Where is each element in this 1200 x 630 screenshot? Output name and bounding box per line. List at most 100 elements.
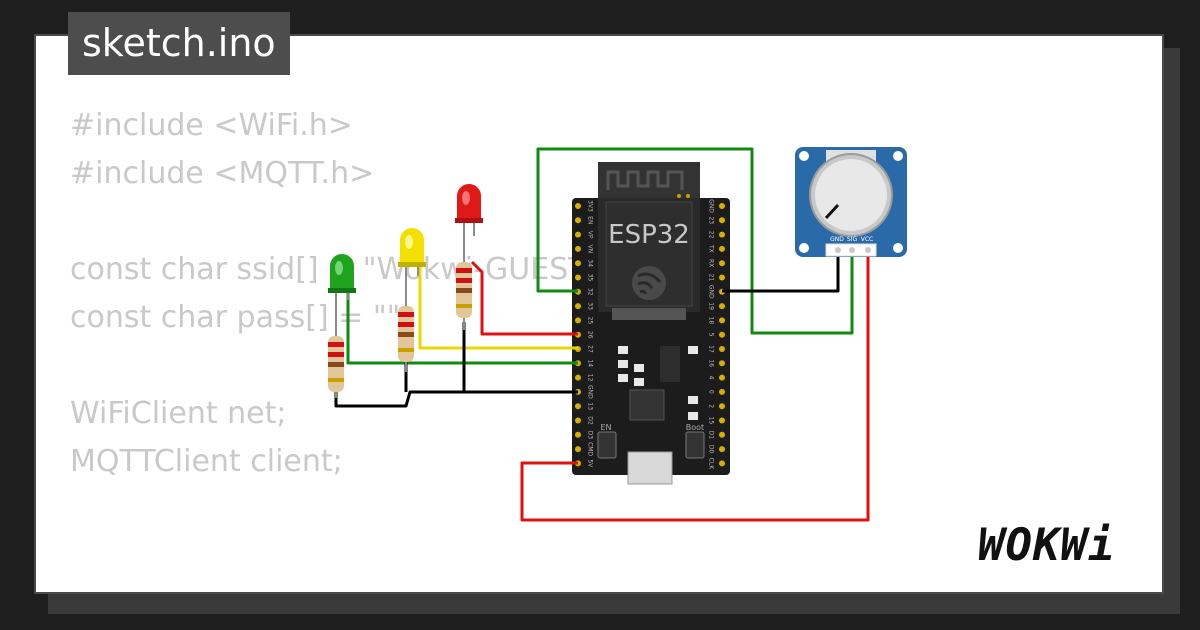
en-button[interactable] [597, 431, 617, 459]
left-pin-cmd[interactable] [575, 446, 581, 453]
wires [334, 147, 870, 522]
pot-pin-label: GND [830, 236, 844, 243]
right-pin-label: 21 [708, 274, 715, 282]
right-pin-gnd[interactable] [719, 203, 725, 209]
left-pin-label: 3V3 [587, 200, 594, 212]
wokwi-logo: WOKWi [978, 520, 1116, 571]
left-pin-header: 3V3ENVPVN343532332526271412GND13D2D3CMD5… [575, 200, 594, 468]
resistor-red-led[interactable] [456, 246, 472, 330]
left-pin-label: D2 [587, 416, 594, 425]
left-pin-en[interactable] [575, 217, 581, 224]
wire-red-pot-vcc [520, 249, 870, 522]
right-pin-tx[interactable] [719, 245, 725, 252]
regulator-chip [660, 346, 680, 382]
right-pin-label: GND [708, 199, 715, 213]
left-pin-label: 34 [587, 259, 594, 267]
right-pin-clk[interactable] [719, 460, 725, 467]
right-pin-label: 22 [708, 231, 715, 239]
boot-button-label: Boot [686, 423, 704, 432]
wire-red-led [470, 260, 578, 336]
left-pin-label: D3 [587, 431, 594, 440]
left-pin-34[interactable] [575, 260, 581, 267]
right-pin-17[interactable] [719, 346, 725, 352]
usb-chip [629, 389, 665, 421]
right-pin-0[interactable] [719, 388, 725, 395]
left-pin-vp[interactable] [575, 231, 581, 238]
code-line: const char pass[] = ""; [70, 300, 411, 335]
left-pin-35[interactable] [575, 274, 581, 281]
led-red[interactable] [455, 184, 483, 246]
right-pin-2[interactable] [719, 403, 725, 410]
right-pin-label: GND [708, 285, 715, 299]
right-pin-18[interactable] [719, 317, 725, 324]
left-pin-12[interactable] [575, 374, 581, 381]
file-tab[interactable]: sketch.ino [68, 12, 290, 75]
right-pin-label: 16 [708, 359, 715, 367]
wire-black-pot-gnd [722, 249, 840, 293]
right-pin-label: D1 [708, 431, 715, 440]
wire-yellow-led [418, 262, 578, 350]
left-pin-label: VN [587, 245, 594, 254]
espressif-logo-icon [632, 266, 666, 300]
left-pin-label: VP [587, 231, 594, 239]
right-pin-label: 5 [708, 333, 715, 337]
right-pin-21[interactable] [719, 274, 725, 281]
wire-green-pot-sig [536, 147, 854, 335]
right-pin-label: 2 [708, 404, 715, 408]
led-green[interactable] [328, 254, 356, 318]
board-label: ESP32 [608, 220, 690, 250]
code-line: #include <MQTT.h> [70, 156, 375, 191]
left-pin-vn[interactable] [575, 245, 581, 252]
resistor-green-led[interactable] [328, 318, 344, 398]
right-pin-label: 4 [708, 376, 715, 380]
code-preview: #include <WiFi.h> #include <MQTT.h> const … [70, 102, 610, 592]
code-line: #define ledRed 26 [70, 582, 610, 592]
right-pin-rx[interactable] [719, 260, 725, 267]
left-pin-3v3[interactable] [575, 203, 581, 209]
left-pin-label: 35 [587, 274, 594, 282]
boot-button[interactable] [685, 431, 705, 459]
code-line: WiFiClient net; [70, 396, 287, 431]
right-pin-16[interactable] [719, 360, 725, 367]
en-button-label: EN [600, 423, 611, 432]
castellation [612, 308, 686, 320]
left-pin-label: 25 [587, 317, 594, 325]
left-pin-label: 5V [587, 459, 594, 468]
left-pin-d3[interactable] [575, 431, 581, 438]
right-pin-label: 18 [708, 317, 715, 325]
led-yellow[interactable] [398, 228, 426, 290]
wire-black-gnd-shared [334, 390, 578, 408]
pot-knob-indicator [824, 203, 840, 220]
esp32-board[interactable]: ESP32 EN Boot 3V3ENVPVN34353233252627141… [572, 162, 730, 485]
right-pin-5[interactable] [719, 331, 725, 338]
left-pin-25[interactable] [575, 317, 581, 324]
right-pin-label: RX [708, 259, 715, 267]
code-line: MQTTClient client; [70, 444, 343, 479]
right-pin-label: D0 [708, 445, 715, 454]
code-line: #include <WiFi.h> [70, 108, 353, 143]
left-pin-label: EN [587, 216, 594, 224]
left-pin-13[interactable] [575, 403, 581, 410]
right-pin-d1[interactable] [719, 431, 725, 438]
resistor-yellow-led[interactable] [398, 290, 414, 372]
right-pin-4[interactable] [719, 374, 725, 381]
right-pin-22[interactable] [719, 231, 725, 238]
right-pin-label: 23 [708, 216, 715, 224]
wire-green-led [346, 290, 578, 365]
left-pin-label: 13 [587, 402, 594, 410]
left-pin-d2[interactable] [575, 417, 581, 424]
left-pin-label: 26 [587, 331, 594, 339]
right-pin-label: 15 [708, 417, 715, 425]
potentiometer[interactable]: GND SIG VCC [795, 147, 907, 257]
left-pin-label: 33 [587, 302, 594, 310]
right-pin-23[interactable] [719, 217, 725, 224]
left-pin-33[interactable] [575, 303, 581, 310]
right-pin-19[interactable] [719, 303, 725, 310]
right-pin-label: TX [708, 244, 715, 253]
right-pin-d0[interactable] [719, 446, 725, 453]
usb-port [627, 451, 673, 485]
left-pin-label: 14 [587, 359, 594, 367]
right-pin-label: 19 [708, 302, 715, 310]
right-pin-15[interactable] [719, 417, 725, 424]
